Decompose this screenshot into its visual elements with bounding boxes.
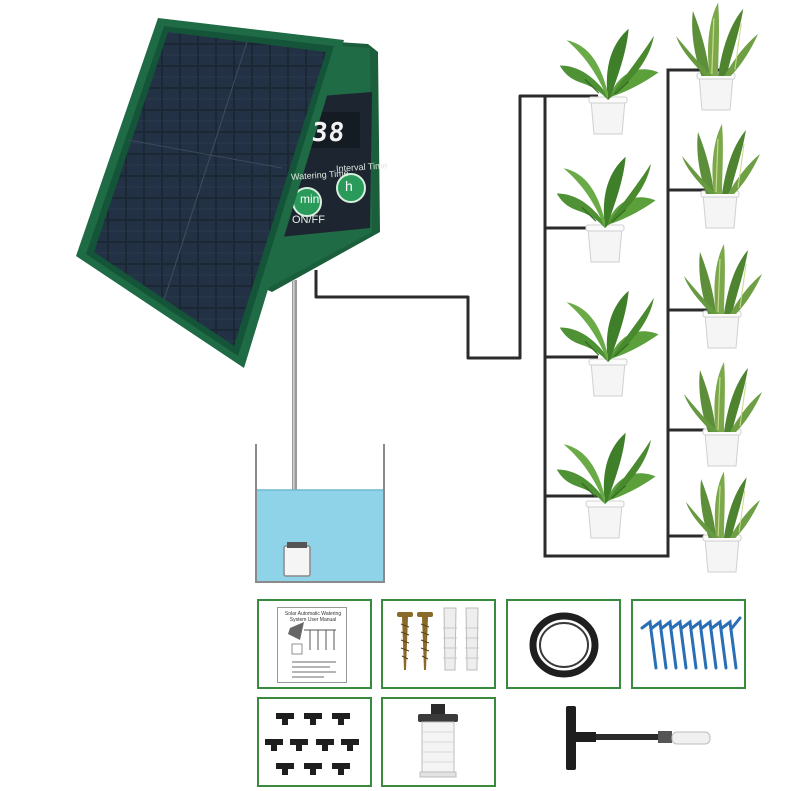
water-filter [418, 704, 458, 778]
user-manual: Solar Automatic Watering System User Man… [277, 607, 347, 683]
tee-with-sinker [566, 706, 711, 770]
screws-and-anchors [397, 607, 479, 671]
onoff-label: ON/FF [292, 214, 325, 226]
manual-title: Solar Automatic Watering System User Man… [284, 611, 342, 623]
kit-box-stakes [631, 599, 746, 689]
drip-stakes [640, 616, 742, 670]
tee-connectors [265, 713, 359, 775]
pump-filter [283, 545, 311, 577]
solar-panel [76, 18, 344, 368]
h-button[interactable] [336, 173, 366, 203]
plant-right-3 [683, 243, 763, 349]
plant-left-3 [559, 290, 660, 397]
right-column-tubing [668, 188, 715, 538]
plant-left-4 [556, 432, 657, 539]
lcd-digits: 38 [310, 118, 347, 148]
kit-box-manual [257, 599, 372, 689]
min-button-label: min [300, 192, 320, 206]
h-button-label: h [345, 178, 353, 194]
intake-tube [292, 280, 297, 550]
coiled-tubing [529, 612, 599, 678]
manual-illustration [288, 622, 336, 678]
plant-right-5 [685, 470, 761, 573]
plant-right-4 [683, 361, 763, 467]
plant-left-2 [556, 156, 657, 263]
plant-right-2 [681, 123, 761, 229]
water-reservoir [255, 444, 385, 583]
plant-left-1 [559, 28, 660, 135]
plant-right-1 [675, 1, 759, 111]
